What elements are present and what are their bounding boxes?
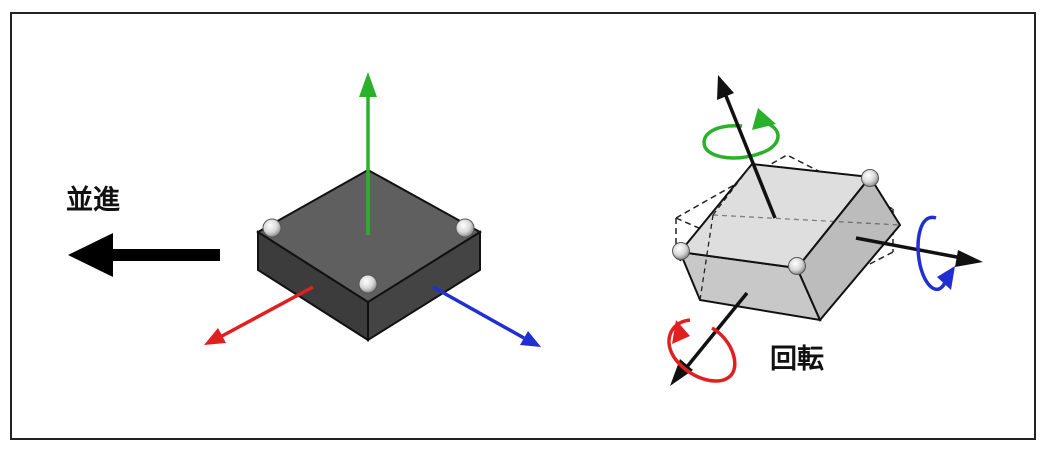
translation-z-axis-arrow — [432, 285, 541, 347]
translation-cube-top-face — [256, 168, 482, 304]
rotation-label: 回転 — [770, 344, 824, 375]
rotation-z-ring — [916, 215, 955, 292]
translation-cube — [256, 168, 482, 342]
translation-marker-front — [358, 274, 378, 294]
translation-marker-left — [262, 218, 282, 238]
rotation-marker-left — [672, 242, 690, 260]
rotation-x-ring — [667, 318, 737, 383]
rotation-z-axis-arrow — [855, 236, 983, 267]
translation-arrow — [68, 233, 220, 277]
diagram-frame — [10, 12, 1036, 440]
translation-x-axis-arrow — [204, 285, 314, 345]
translation-y-axis-arrow — [359, 72, 377, 235]
rotation-cube — [672, 162, 902, 322]
rotation-y-axis-arrow — [717, 75, 777, 219]
rotation-marker-top — [861, 169, 879, 187]
translation-label: 並進 — [66, 185, 120, 216]
translation-marker-right — [455, 218, 475, 238]
rotation-y-ring — [702, 108, 780, 160]
rotation-marker-front — [788, 257, 806, 275]
